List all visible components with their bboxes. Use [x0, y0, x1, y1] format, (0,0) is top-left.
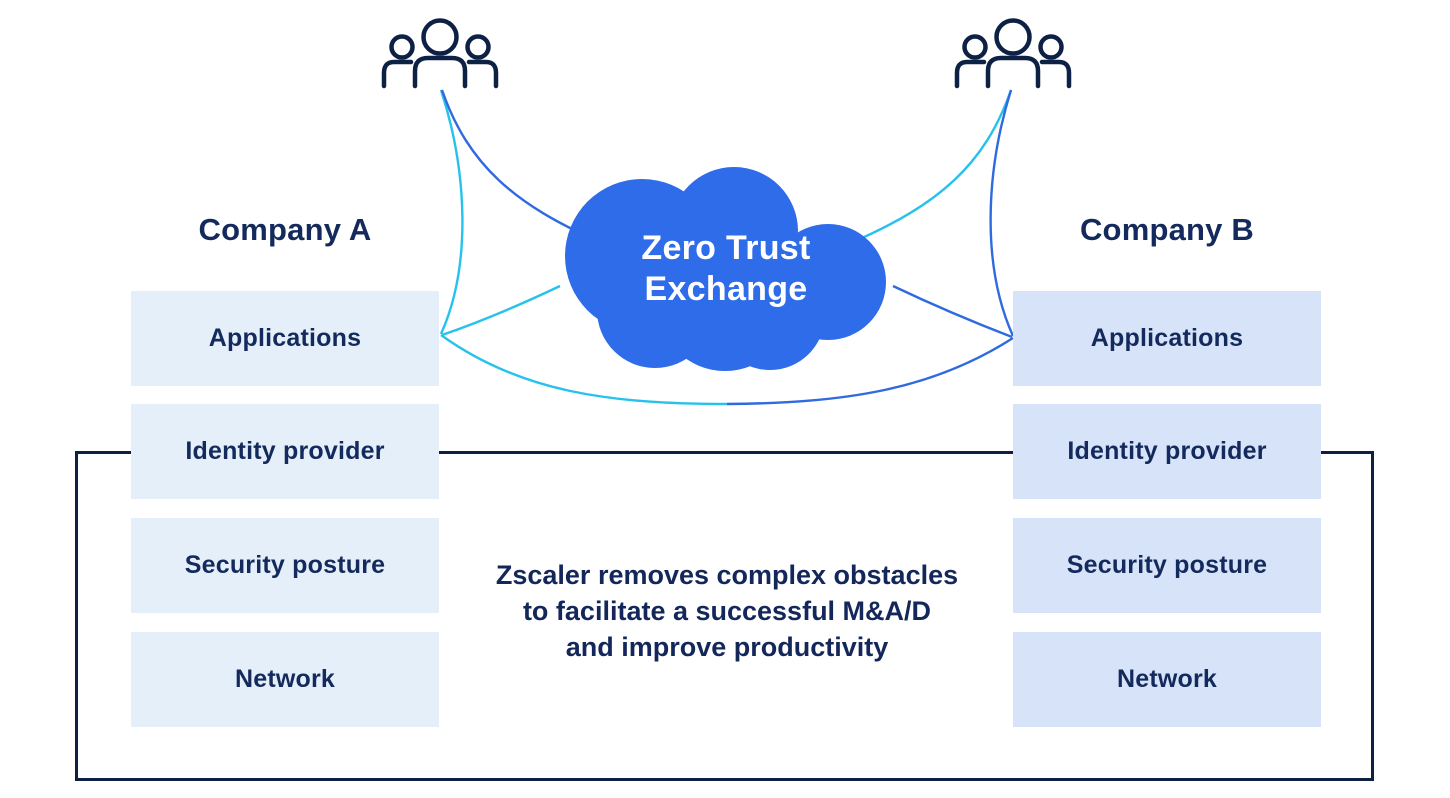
company-a-box-identity-provider: Identity provider	[131, 404, 439, 499]
scope-outline-rect	[75, 451, 1374, 781]
caption-text: Zscaler removes complex obstacles to fac…	[420, 557, 1034, 665]
company-a-box-applications: Applications	[131, 291, 439, 386]
caption-line1: Zscaler removes complex obstacles	[495, 560, 959, 590]
company-b-box-network: Network	[1013, 632, 1321, 727]
company-b-box-identity-provider: Identity provider	[1013, 404, 1321, 499]
company-b-box-security-posture: Security posture	[1013, 518, 1321, 613]
cloud-label: Zero Trust Exchange	[565, 228, 887, 310]
users-group-icon-left	[384, 21, 496, 87]
zero-trust-cloud-shape	[565, 167, 886, 371]
connection-lines	[439, 89, 1015, 406]
company-a-box-network: Network	[131, 632, 439, 727]
cloud-label-line1: Zero Trust	[641, 229, 811, 267]
curve-left-conv-to-cloud-cyan	[441, 284, 561, 337]
cloud-label-line2: Exchange	[644, 270, 808, 308]
company-b-title: Company B	[1079, 212, 1255, 247]
caption-line3: and improve productivity	[565, 632, 889, 662]
curve-right-conv-to-cloud-blue	[892, 284, 1013, 339]
company-a-box-security-posture: Security posture	[131, 518, 439, 613]
curve-left-to-cloud-blue	[440, 89, 601, 244]
curve-right-outer-blue	[989, 89, 1015, 337]
curve-left-outer-cyan	[439, 89, 464, 335]
users-group-icon-right	[957, 21, 1069, 87]
curve-bottom-right-blue	[726, 336, 1014, 406]
company-a-title: Company A	[198, 212, 372, 247]
company-b-box-applications: Applications	[1013, 291, 1321, 386]
caption-line2: to facilitate a successful M&A/D	[522, 596, 932, 626]
curve-bottom-left-cyan	[440, 334, 728, 406]
curve-right-to-cloud-cyan	[852, 89, 1013, 244]
